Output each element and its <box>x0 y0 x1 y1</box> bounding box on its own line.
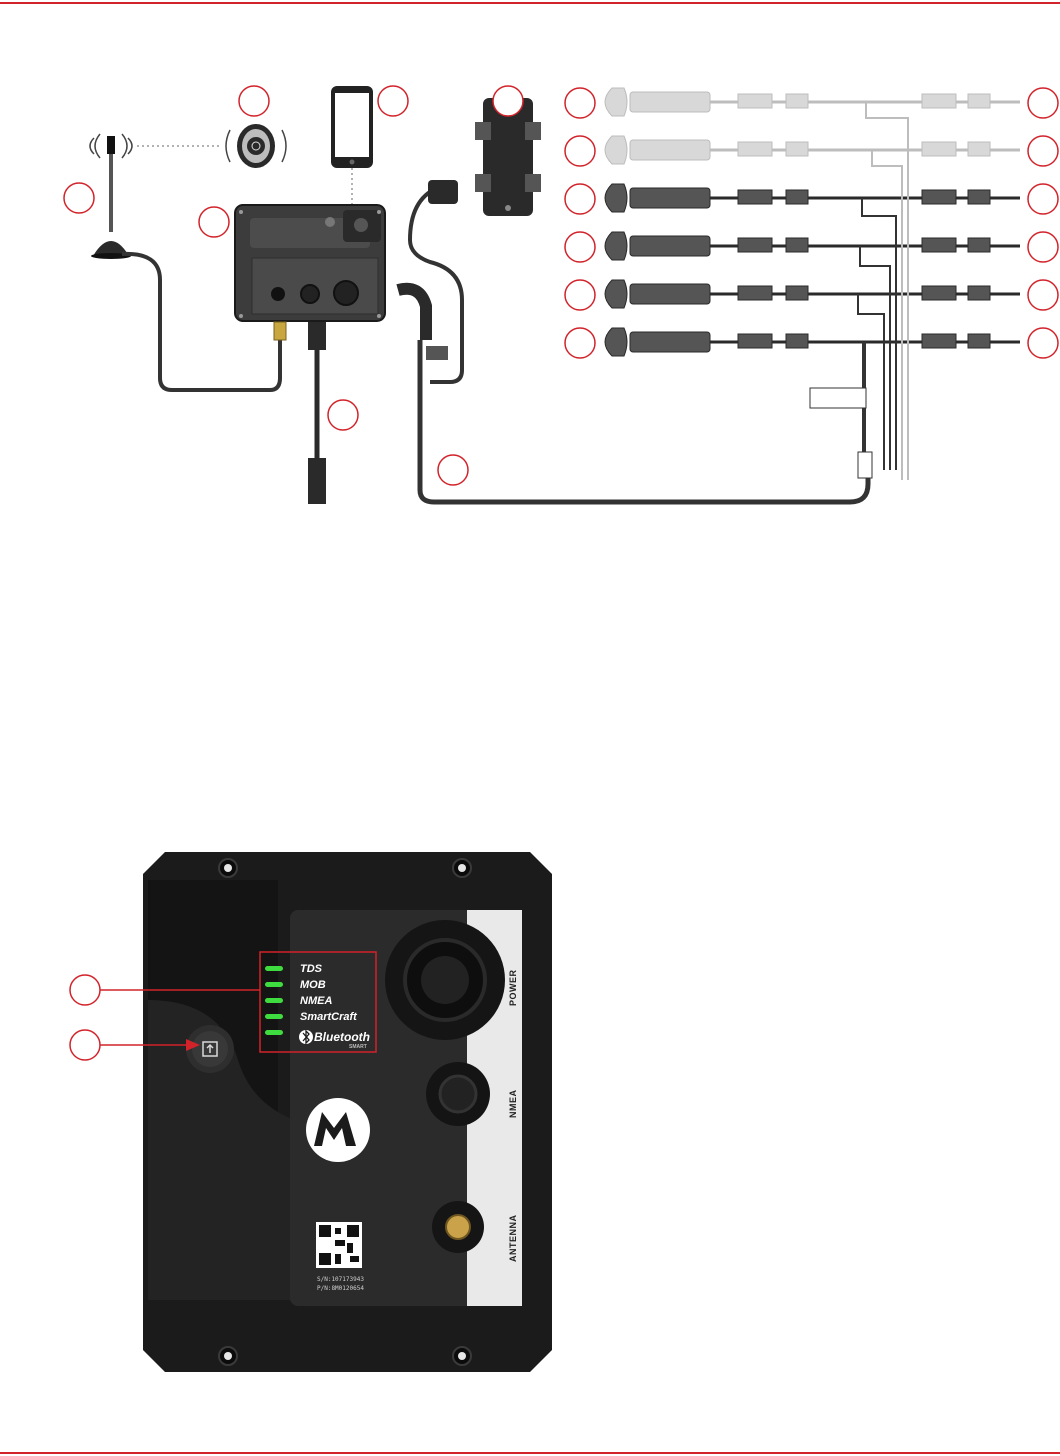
serial-number: S/N:107173943 <box>317 1276 364 1283</box>
junction-box-icon <box>475 98 541 216</box>
led-indicators <box>265 966 283 1035</box>
led-label-smartcraft: SmartCraft <box>300 1011 357 1023</box>
led-label-nmea: NMEA <box>300 995 333 1007</box>
bluetooth-smart-label: SMART <box>349 1044 367 1050</box>
lanyard-harness-rows <box>604 87 1020 480</box>
remote-fob-icon <box>225 124 287 168</box>
callout-markers <box>63 85 1059 486</box>
led-label-tds: TDS <box>300 963 322 975</box>
bluetooth-label: Bluetooth <box>314 1030 370 1044</box>
bluetooth-icon <box>299 1029 313 1045</box>
port-label-antenna: ANTENNA <box>508 1214 518 1263</box>
smartphone-icon <box>331 86 373 168</box>
header-rule <box>0 2 1060 4</box>
qr-code-icon <box>316 1222 362 1268</box>
wiring-diagram <box>63 85 1059 505</box>
part-number: P/N:8M0120654 <box>317 1285 364 1292</box>
mercury-logo-icon <box>306 1098 370 1162</box>
reset-button-icon <box>202 1041 218 1057</box>
footer-rule <box>0 1452 1060 1454</box>
antenna-icon <box>89 133 133 259</box>
port-label-power: POWER <box>508 969 518 1006</box>
led-label-mob: MOB <box>300 979 326 991</box>
port-label-nmea: NMEA <box>508 1089 518 1119</box>
device-module-icon <box>234 204 386 322</box>
